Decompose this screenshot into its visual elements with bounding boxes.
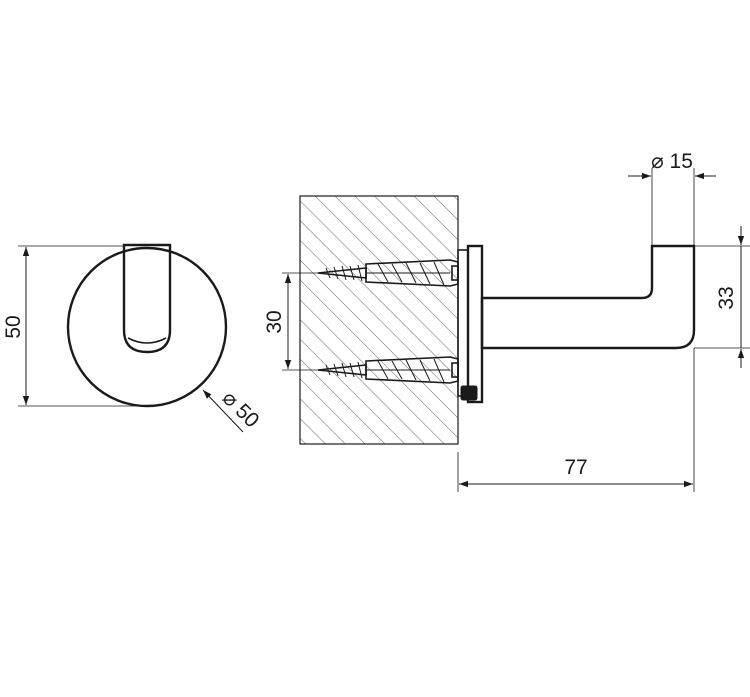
hook-front-tip-arc [127, 337, 167, 344]
upper-screw [317, 264, 459, 282]
front-view: 50 ⌀ 50 [2, 243, 264, 433]
set-screw [460, 385, 478, 401]
hook-arm-outline [480, 244, 696, 350]
dim-spacing-label: 30 [263, 310, 286, 333]
dim-front-diameter-leader [202, 389, 244, 433]
dim-front-height-label: 50 [2, 315, 25, 338]
side-view: 30 ⌀ 15 33 77 [263, 150, 750, 492]
dim-hook-height-label: 33 [715, 286, 738, 309]
dim-front-diameter-label: ⌀ 50 [218, 386, 264, 432]
hook-front-outline [122, 243, 172, 354]
rosette-side [466, 244, 484, 404]
wall-section [299, 195, 459, 445]
dim-projection-label: 77 [564, 456, 587, 479]
mounting-plate [457, 249, 469, 397]
lower-screw [317, 361, 459, 379]
dim-hook-diameter-label: ⌀ 15 [651, 150, 693, 173]
rosette-circle [66, 246, 228, 408]
